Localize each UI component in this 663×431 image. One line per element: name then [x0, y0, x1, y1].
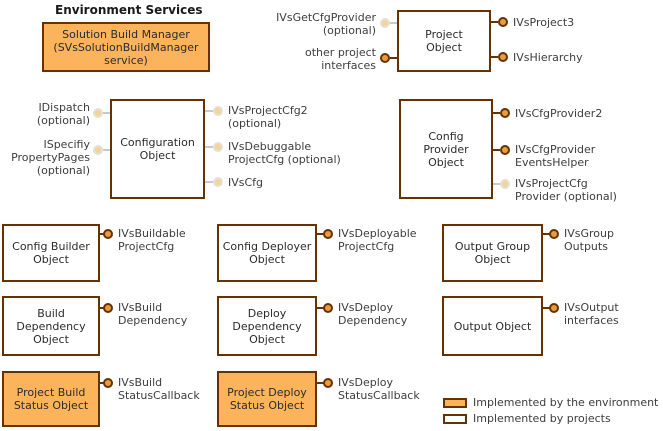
iface-ivs-project3: IVsProject3: [513, 16, 575, 29]
iface-ivs-deploy-status-callback: IVsDeploy StatusCallback: [338, 376, 420, 402]
connector-line: [100, 382, 105, 384]
box-project-deploy-status-object: Project Deploy Status Object: [217, 371, 317, 427]
connector-line: [205, 110, 213, 112]
iface-ivs-cfg-provider-events-helper: IVsCfgProvider EventsHelper: [515, 143, 596, 169]
box-config-provider-object: Config Provider Object: [399, 99, 493, 199]
ivs-cfg-lollipop-icon: [213, 177, 223, 187]
iface-ivs-get-cfg-provider: IVsGetCfgProvider (optional): [276, 11, 376, 37]
box-config-builder-object: Config Builder Object: [2, 224, 100, 282]
iface-ivs-debuggable-project-cfg: IVsDebuggable ProjectCfg (optional): [228, 140, 341, 166]
ivs-get-cfg-provider-lollipop-icon: [380, 18, 390, 28]
iface-ivs-cfg-provider2: IVsCfgProvider2: [515, 107, 603, 120]
connector-line: [390, 22, 397, 24]
connector-line: [205, 146, 213, 148]
ivs-project3-lollipop-icon: [498, 17, 508, 27]
box-output-object: Output Object: [442, 296, 543, 356]
connector-line: [317, 233, 324, 235]
box-config-deployer-object: Config Deployer Object: [217, 224, 317, 282]
ivs-hierarchy-lollipop-icon: [498, 52, 508, 62]
iface-ivs-buildable-project-cfg: IVsBuildable ProjectCfg: [118, 227, 186, 253]
legend-projects-swatch-icon: [443, 414, 467, 424]
iface-ivs-cfg: IVsCfg: [228, 176, 264, 189]
connector-line: [493, 112, 500, 114]
ivs-buildable-project-cfg-lollipop-icon: [103, 229, 113, 239]
connector-line: [205, 181, 213, 183]
connector-line: [493, 149, 500, 151]
connector-line: [543, 307, 550, 309]
legend-environment-swatch-icon: [443, 398, 467, 408]
iface-ivs-hierarchy: IVsHierarchy: [513, 51, 583, 64]
box-project-object: Project Object: [397, 10, 491, 72]
connector-line: [103, 149, 110, 151]
other-project-interfaces-lollipop-icon: [380, 53, 390, 63]
connector-line: [543, 233, 550, 235]
iface-other-project-interfaces: other project interfaces: [305, 46, 376, 72]
iface-ivs-group-outputs: IVsGroup Outputs: [564, 227, 614, 253]
ivs-build-dependency-lollipop-icon: [103, 303, 113, 313]
box-configuration-object: Configuration Object: [110, 99, 205, 199]
box-project-build-status-object: Project Build Status Object: [2, 371, 100, 427]
ivs-project-cfg2-lollipop-icon: [213, 106, 223, 116]
connector-line: [103, 112, 110, 114]
connector-line: [491, 21, 498, 23]
diagram-title: Environment Services: [55, 3, 203, 17]
ivs-output-interfaces-lollipop-icon: [549, 303, 559, 313]
iface-idispatch: IDispatch (optional): [36, 101, 90, 127]
iface-ivs-deploy-dependency: IVsDeploy Dependency: [338, 301, 408, 327]
ivs-cfg-provider-events-helper-lollipop-icon: [500, 145, 510, 155]
ivs-cfg-provider2-lollipop-icon: [500, 108, 510, 118]
ivs-deployable-project-cfg-lollipop-icon: [323, 229, 333, 239]
connector-line: [317, 382, 324, 384]
box-build-dependency-object: Build Dependency Object: [2, 296, 100, 356]
ispecifiy-property-pages-lollipop-icon: [93, 145, 103, 155]
iface-ivs-project-cfg-provider: IVsProjectCfg Provider (optional): [515, 177, 617, 203]
box-deploy-dependency-object: Deploy Dependency Object: [217, 296, 317, 356]
legend-projects-label: Implemented by projects: [473, 412, 611, 425]
legend-environment-label: Implemented by the environment: [473, 396, 659, 409]
connector-line: [317, 307, 324, 309]
ivs-debuggable-project-cfg-lollipop-icon: [213, 142, 223, 152]
ivs-deploy-status-callback-lollipop-icon: [323, 378, 333, 388]
iface-ivs-deployable-project-cfg: IVsDeployable ProjectCfg: [338, 227, 417, 253]
ivs-deploy-dependency-lollipop-icon: [323, 303, 333, 313]
ivs-group-outputs-lollipop-icon: [549, 229, 559, 239]
iface-ivs-build-dependency: IVsBuild Dependency: [118, 301, 188, 327]
connector-line: [493, 183, 500, 185]
connector-line: [491, 56, 498, 58]
connector-line: [100, 307, 105, 309]
idispatch-lollipop-icon: [93, 108, 103, 118]
iface-ivs-output-interfaces: IVsOutput interfaces: [564, 301, 619, 327]
box-output-group-object: Output Group Object: [442, 224, 543, 282]
box-solution-build-manager: Solution Build Manager (SVsSolutionBuild…: [42, 22, 210, 72]
connector-line: [100, 233, 105, 235]
ivs-build-status-callback-lollipop-icon: [103, 378, 113, 388]
connector-line: [390, 57, 397, 59]
iface-ivs-project-cfg2: IVsProjectCfg2 (optional): [228, 104, 308, 130]
iface-ivs-build-status-callback: IVsBuild StatusCallback: [118, 376, 200, 402]
ivs-project-cfg-provider-lollipop-icon: [500, 179, 510, 189]
iface-ispecifiy-property-pages: ISpecifiy PropertyPages (optional): [11, 138, 90, 177]
